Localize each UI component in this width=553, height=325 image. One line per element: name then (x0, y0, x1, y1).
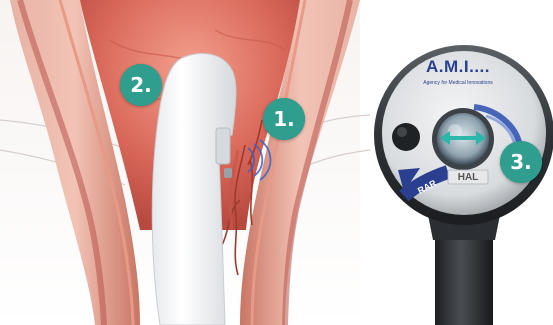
callout-2: 2. (120, 64, 162, 106)
lens-glint (448, 124, 462, 138)
callout-3: 3. (500, 141, 542, 183)
probe-window (216, 128, 230, 164)
callout-1: 1. (263, 98, 305, 140)
device-button-highlight (397, 127, 407, 137)
probe-sensor (224, 168, 232, 178)
brand-tagline: Agency for Medical Innovations (408, 80, 508, 86)
hal-label: HAL (448, 172, 488, 183)
device-button[interactable] (392, 123, 420, 151)
brand-logo: A.M.I.... (408, 57, 508, 77)
